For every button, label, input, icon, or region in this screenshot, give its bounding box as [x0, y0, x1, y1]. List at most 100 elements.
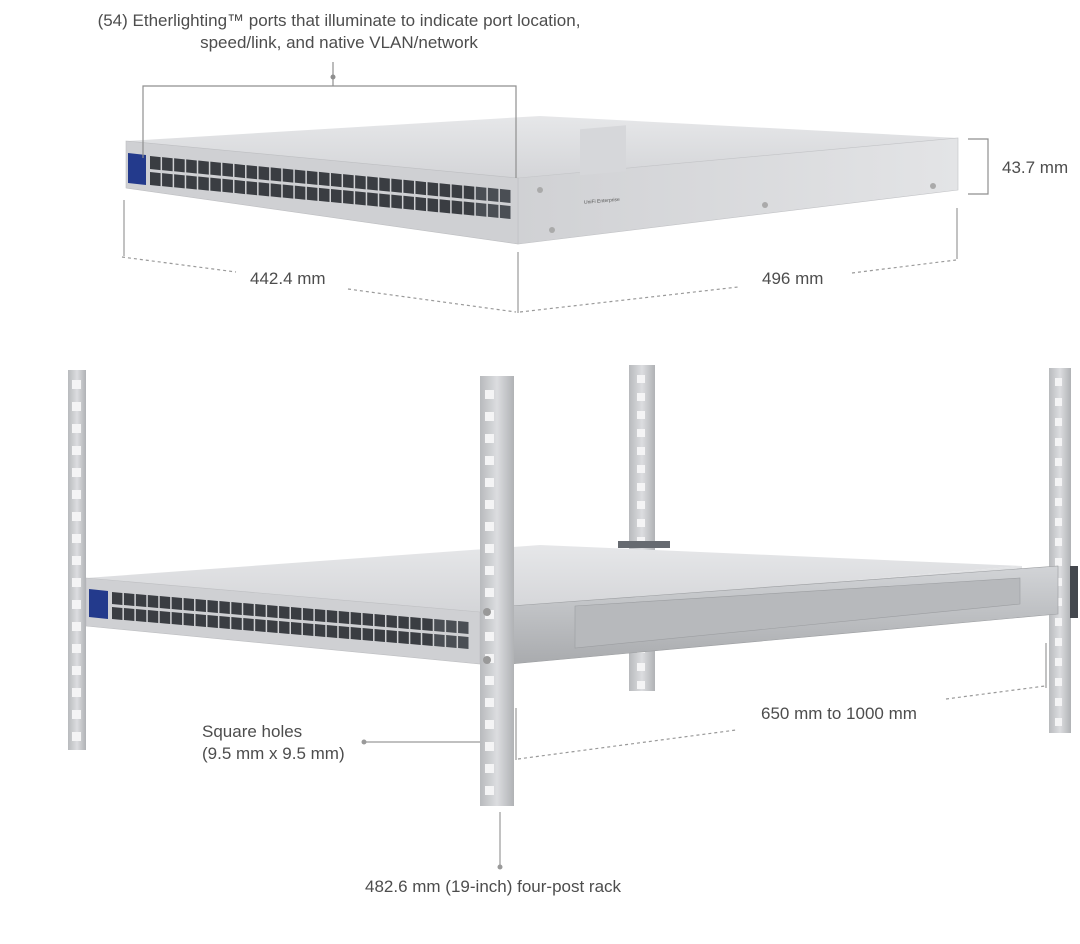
- port: [306, 186, 318, 201]
- port: [282, 184, 294, 199]
- square-hole: [1055, 378, 1062, 386]
- square-hole: [637, 447, 645, 455]
- width-label: 442.4 mm: [250, 269, 326, 288]
- port: [183, 613, 195, 626]
- port: [112, 607, 123, 620]
- port: [439, 183, 451, 198]
- square-hole: [485, 566, 494, 575]
- post-screw: [483, 608, 491, 616]
- port: [398, 631, 409, 644]
- port: [207, 615, 218, 628]
- port: [403, 179, 414, 194]
- port: [331, 189, 342, 204]
- port: [439, 199, 451, 214]
- port: [183, 598, 195, 611]
- width-dimension-line: [121, 200, 519, 313]
- side-screw: [762, 202, 768, 208]
- port: [355, 191, 366, 206]
- square-hole: [1055, 638, 1062, 646]
- port: [279, 606, 290, 619]
- square-hole: [1055, 718, 1062, 726]
- port: [162, 157, 173, 172]
- square-hole: [1055, 518, 1062, 526]
- square-hole: [1055, 658, 1062, 666]
- square-holes-size-label: (9.5 mm x 9.5 mm): [202, 744, 345, 763]
- square-hole: [637, 501, 645, 509]
- port: [427, 182, 439, 197]
- callout-dot: [330, 74, 336, 80]
- port: [338, 626, 350, 639]
- square-hole: [72, 600, 81, 609]
- square-hole: [72, 622, 81, 631]
- port: [475, 202, 487, 217]
- port: [112, 592, 123, 605]
- square-hole: [637, 681, 645, 689]
- port: [294, 169, 306, 184]
- port: [231, 617, 242, 630]
- square-hole: [72, 490, 81, 499]
- square-hole: [1055, 398, 1062, 406]
- port: [135, 594, 147, 607]
- port: [499, 204, 511, 219]
- rail-depth-label: 650 mm to 1000 mm: [761, 704, 917, 723]
- port: [135, 609, 147, 622]
- square-hole: [1055, 558, 1062, 566]
- square-hole: [72, 666, 81, 675]
- etherlighting-callout-bracket: [142, 62, 517, 178]
- port: [434, 619, 445, 632]
- square-holes-dot: [361, 739, 367, 745]
- port: [410, 617, 421, 630]
- depth-dimension-line: [519, 208, 958, 313]
- height-bracket: [968, 138, 989, 195]
- square-hole: [1055, 678, 1062, 686]
- port: [210, 177, 221, 192]
- port: [422, 618, 433, 631]
- square-hole: [1055, 478, 1062, 486]
- square-hole: [637, 663, 645, 671]
- port: [255, 604, 266, 617]
- square-hole: [637, 411, 645, 419]
- port: [386, 630, 397, 643]
- port: [231, 602, 242, 615]
- port: [350, 612, 362, 625]
- right-rear-bracket: [1070, 566, 1078, 618]
- etherlighting-badge: [128, 153, 146, 185]
- port: [210, 161, 221, 176]
- side-screw: [930, 183, 936, 189]
- port: [258, 166, 270, 181]
- square-hole: [1055, 458, 1062, 466]
- port: [267, 605, 278, 618]
- port: [367, 176, 378, 191]
- port: [367, 192, 378, 207]
- square-hole: [637, 483, 645, 491]
- port: [162, 173, 173, 188]
- port: [343, 174, 354, 189]
- rack-switch-top: [86, 545, 1022, 612]
- side-screw: [549, 227, 555, 233]
- port: [499, 188, 511, 203]
- port: [410, 632, 421, 645]
- square-hole: [637, 519, 645, 527]
- port: [198, 160, 209, 175]
- square-hole: [485, 764, 494, 773]
- square-hole: [485, 478, 494, 487]
- port: [343, 190, 354, 205]
- square-hole: [72, 710, 81, 719]
- port: [326, 625, 338, 638]
- port: [159, 596, 171, 609]
- square-hole: [1055, 698, 1062, 706]
- port: [171, 612, 183, 625]
- square-hole: [485, 588, 494, 597]
- square-hole: [72, 380, 81, 389]
- square-hole: [637, 393, 645, 401]
- port: [362, 628, 374, 641]
- port: [222, 162, 233, 177]
- square-hole: [1055, 538, 1062, 546]
- rear-label-sticker: [580, 125, 626, 176]
- square-hole: [485, 632, 494, 641]
- depth-label: 496 mm: [762, 269, 824, 288]
- port: [246, 181, 258, 196]
- square-hole: [1055, 498, 1062, 506]
- port: [362, 613, 374, 626]
- port: [270, 167, 282, 182]
